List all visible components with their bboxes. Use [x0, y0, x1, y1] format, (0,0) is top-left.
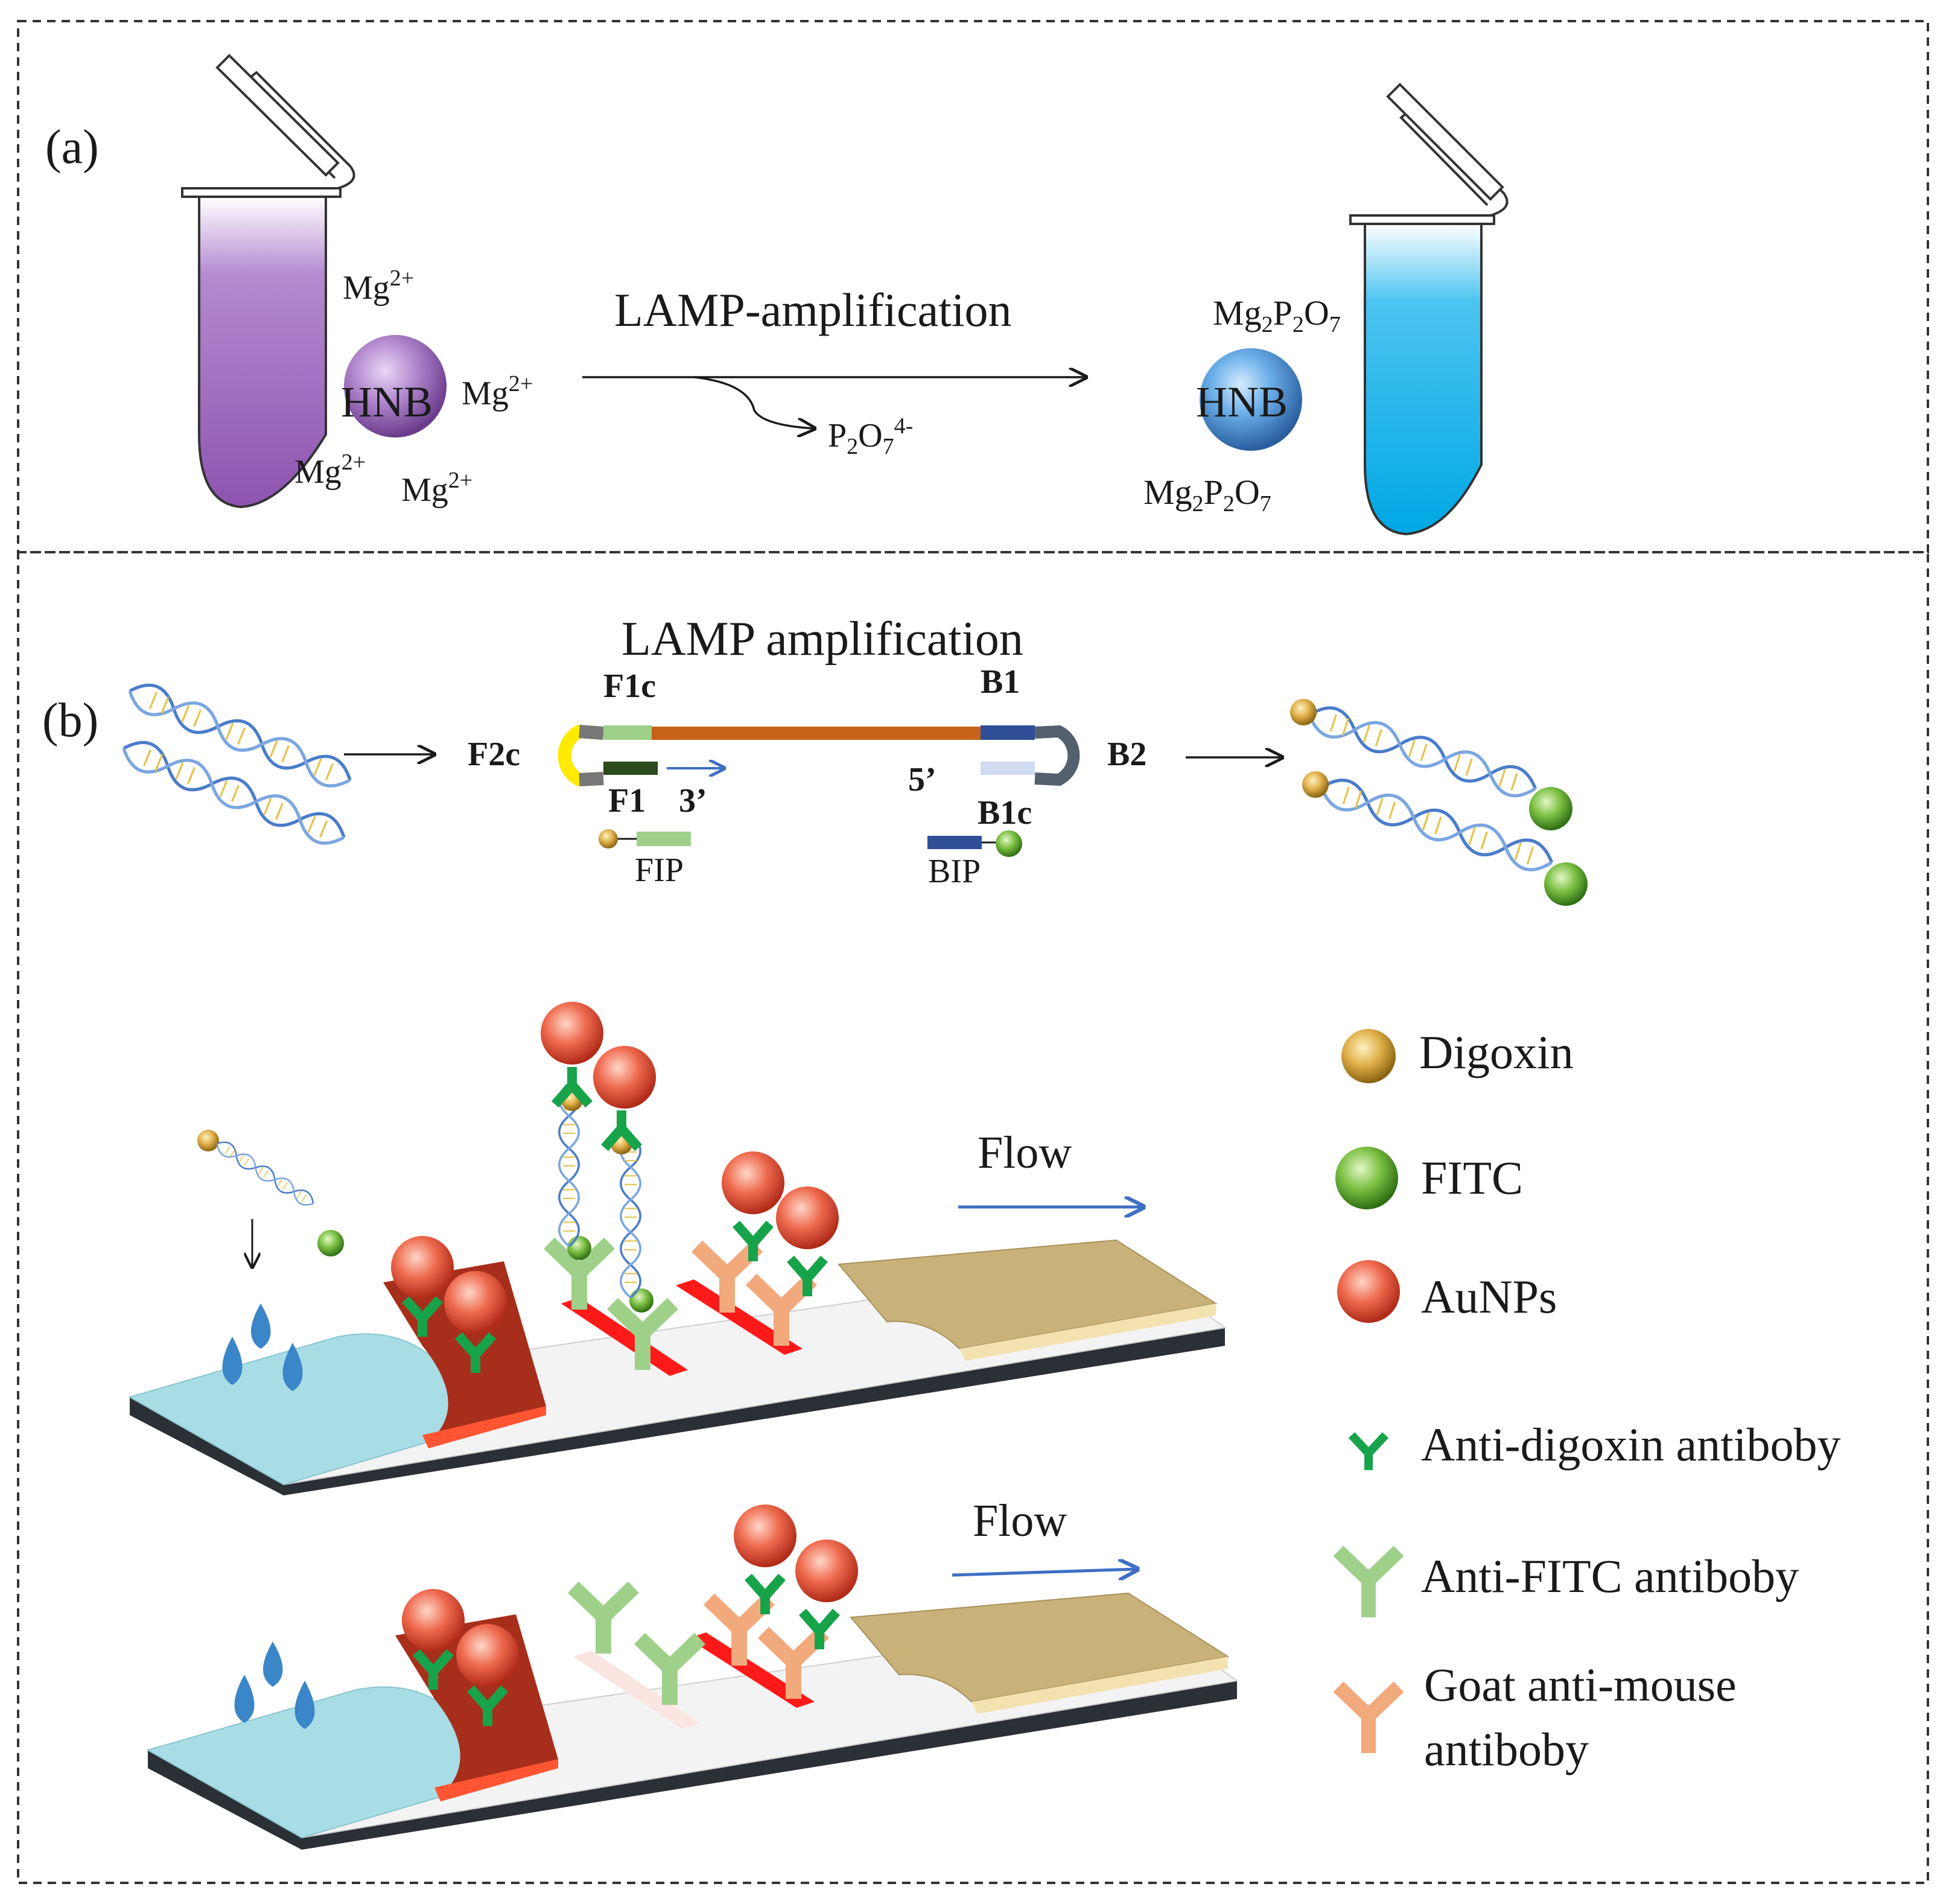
bip-fitc-icon: [996, 830, 1022, 857]
label-fip: FIP: [635, 852, 684, 889]
hnb-sphere-blue: [1200, 348, 1302, 451]
control-line-1: [676, 1279, 803, 1355]
negative-test-strip: [146, 1592, 1239, 1850]
bip-primer: [927, 830, 1022, 857]
fitc-icon: [1335, 1147, 1398, 1209]
positive-test-strip: [128, 1239, 1227, 1495]
dumbbell-structure: [558, 724, 1080, 787]
hnb-label-a2: HNB: [1196, 378, 1288, 426]
tube-blue: [1349, 83, 1509, 536]
legend-goat-line-1: Goat anti-mouse: [1424, 1658, 1737, 1711]
legend-goat-line-2: antiboby: [1424, 1723, 1589, 1775]
sample-droplets-2: [234, 1641, 315, 1729]
label-5prime: 5’: [908, 761, 936, 798]
hnb-label-a1: HNB: [341, 378, 433, 426]
control-line-2: [688, 1632, 815, 1708]
label-3prime: 3’: [679, 782, 707, 820]
legend-aunps: AuNPs: [1421, 1270, 1557, 1323]
anti-digoxin-antibody-icon: [1348, 1432, 1389, 1470]
label-bip: BIP: [928, 853, 981, 890]
fip-digoxin-icon: [599, 829, 618, 849]
product-label-2: Mg2P2O7: [1143, 473, 1271, 517]
hnb-sphere-purple: [344, 335, 447, 438]
panel-a: (a) HNB Mg2+ Mg2+ Mg2+ Mg2+ LAMP-amplifi…: [17, 20, 1929, 553]
test-line-1: [561, 1297, 688, 1376]
mg-ion-2: Mg2+: [462, 371, 533, 412]
panel-a-label: (a): [45, 121, 99, 174]
panel-b-label: (b): [42, 694, 98, 747]
label-f1: F1: [608, 782, 646, 820]
product-label-1: Mg2P2O7: [1213, 293, 1341, 337]
byproduct-arrow: [693, 376, 815, 428]
test-line-2: [573, 1651, 700, 1729]
fip-primer: [599, 829, 691, 849]
label-b1: B1: [981, 663, 1020, 701]
anti-fitc-antibody-icon: [1333, 1546, 1404, 1617]
legend-fitc: FITC: [1421, 1151, 1523, 1204]
digoxin-icon: [1341, 1029, 1396, 1083]
legend-digoxin: Digoxin: [1419, 1026, 1574, 1078]
panel-b: (b) LAMP amplification F1c F2c F1 3’ B1 …: [17, 551, 1929, 1884]
mg-ion-4: Mg2+: [401, 468, 472, 509]
mg-ion-1: Mg2+: [343, 266, 414, 307]
sample-droplets-1: [222, 1304, 303, 1391]
pyrophosphate-label: P2O74-: [828, 413, 913, 459]
label-f2c: F2c: [468, 736, 520, 773]
legend: Digoxin FITC AuNPs Anti-digoxin antiboby…: [1333, 1026, 1840, 1775]
mg-ion-3: Mg2+: [294, 450, 366, 491]
sample-amplicon: [197, 1130, 344, 1256]
template-dna: [118, 678, 355, 850]
test-line-complexes-1: [541, 1002, 673, 1370]
goat-anti-mouse-antibody-icon: [1333, 1681, 1404, 1753]
legend-anti-fitc: Anti-FITC antiboby: [1421, 1550, 1799, 1602]
flow-label-1: Flow: [978, 1127, 1072, 1178]
panel-a-border: [17, 20, 1929, 553]
legend-anti-digoxin: Anti-digoxin antiboby: [1421, 1418, 1840, 1471]
label-b1c: B1c: [978, 794, 1032, 832]
label-f1c: F1c: [603, 667, 656, 705]
lamp-title: LAMP amplification: [622, 613, 1023, 666]
aunp-icon: [1337, 1260, 1400, 1323]
panel-b-border: [17, 551, 1929, 1884]
flow-label-2: Flow: [973, 1495, 1067, 1546]
lamp-arrow-label: LAMP-amplification: [614, 284, 1012, 336]
label-b2: B2: [1107, 736, 1146, 773]
flow-arrow-2: [952, 1569, 1137, 1575]
tube-purple: [181, 54, 355, 509]
labelled-amplicons: [1290, 699, 1588, 906]
